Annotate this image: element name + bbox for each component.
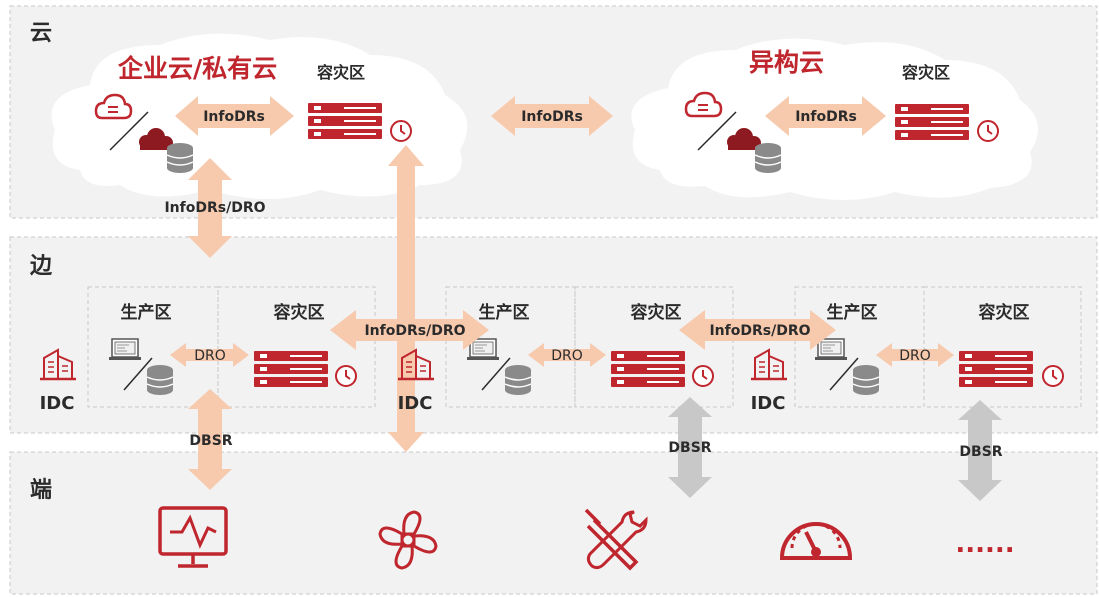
enterprise-dr-label: 容灾区	[316, 63, 365, 82]
prod-zone-label-3: 生产区	[827, 302, 878, 323]
prod-zone-label-2: 生产区	[479, 302, 530, 323]
arrow-dro-3	[876, 343, 954, 367]
arrow-label: DBSR	[189, 433, 232, 449]
clock-icon	[1042, 365, 1064, 387]
divider-slash	[123, 357, 153, 391]
divider-slash	[829, 357, 859, 391]
terminal-tier-band	[9, 451, 1098, 595]
divider-slash	[697, 111, 737, 151]
hetero-dr-label: 容灾区	[901, 63, 950, 82]
idc-label-3: IDC	[751, 393, 786, 414]
hetero-cloud-title: 异构云	[749, 48, 824, 77]
arrow-label: InfoDRs/DRO	[164, 200, 265, 216]
clock-icon	[977, 120, 999, 142]
arrow-edge-horizontal-2	[679, 310, 836, 350]
server-rack-icon	[254, 351, 328, 387]
dr-zone-box-3	[923, 286, 1082, 408]
arrow-dbsr-1	[188, 389, 232, 490]
gauge-icon	[779, 522, 853, 560]
cloud-dark-icon	[727, 128, 761, 150]
arrow-label: InfoDRs	[795, 109, 857, 125]
tier-label-terminal: 端	[30, 478, 52, 503]
arrow-infodrs-right	[765, 96, 886, 136]
arrow-label: DBSR	[668, 440, 711, 456]
arrow-label: DRO	[194, 348, 226, 364]
idc-label-1: IDC	[40, 393, 75, 414]
idc-label-2: IDC	[398, 393, 433, 414]
database-icon	[852, 364, 880, 396]
more-terminals-ellipsis: ......	[955, 529, 1014, 559]
arrow-cloud-to-edge	[188, 158, 232, 258]
clock-icon	[692, 365, 714, 387]
arrow-infodrs-middle	[491, 96, 613, 136]
database-icon	[754, 142, 782, 174]
enterprise-cloud-title: 企业云/私有云	[118, 54, 277, 83]
arrow-label: DBSR	[959, 444, 1002, 460]
arrow-label: InfoDRs/DRO	[709, 323, 810, 339]
database-icon	[146, 364, 174, 396]
database-icon	[166, 142, 194, 174]
arrow-label: InfoDRs	[521, 109, 583, 125]
server-rack-icon	[959, 351, 1033, 387]
dr-zone-label-2: 容灾区	[631, 302, 682, 323]
tools-icon	[584, 508, 648, 571]
arrow-edge-horizontal-1	[330, 310, 489, 350]
arrow-infodrs-left	[175, 96, 294, 136]
fan-icon	[378, 510, 438, 570]
tier-label-edge: 边	[29, 254, 53, 279]
server-rack-icon	[895, 104, 969, 140]
laptop-icon	[108, 338, 142, 361]
server-rack-icon	[611, 351, 685, 387]
dr-zone-label-1: 容灾区	[274, 302, 325, 323]
arrow-label: InfoDRs	[203, 109, 265, 125]
clock-icon	[390, 120, 412, 142]
dr-zone-label-3: 容灾区	[979, 302, 1030, 323]
clock-icon	[335, 365, 357, 387]
edge-tier-band	[9, 236, 1098, 434]
arrow-label: DRO	[899, 348, 931, 364]
arrow-dro-2	[528, 343, 606, 367]
monitor-icon	[158, 506, 228, 568]
divider-slash	[109, 111, 149, 151]
arrow-label: InfoDRs/DRO	[364, 323, 465, 339]
dr-zone-box-2	[574, 286, 734, 408]
arrow-dbsr-2	[668, 397, 712, 498]
server-rack-icon	[308, 103, 382, 139]
arrow-dro-1	[170, 343, 249, 367]
prod-zone-label-1: 生产区	[121, 302, 172, 323]
prod-zone-box-2	[445, 286, 576, 408]
tier-label-cloud: 云	[30, 21, 52, 46]
divider-slash	[481, 357, 511, 391]
arrow-label: DRO	[551, 348, 583, 364]
database-icon	[504, 364, 532, 396]
dr-zone-box-1	[217, 286, 376, 408]
arrow-dbsr-3	[958, 400, 1002, 501]
